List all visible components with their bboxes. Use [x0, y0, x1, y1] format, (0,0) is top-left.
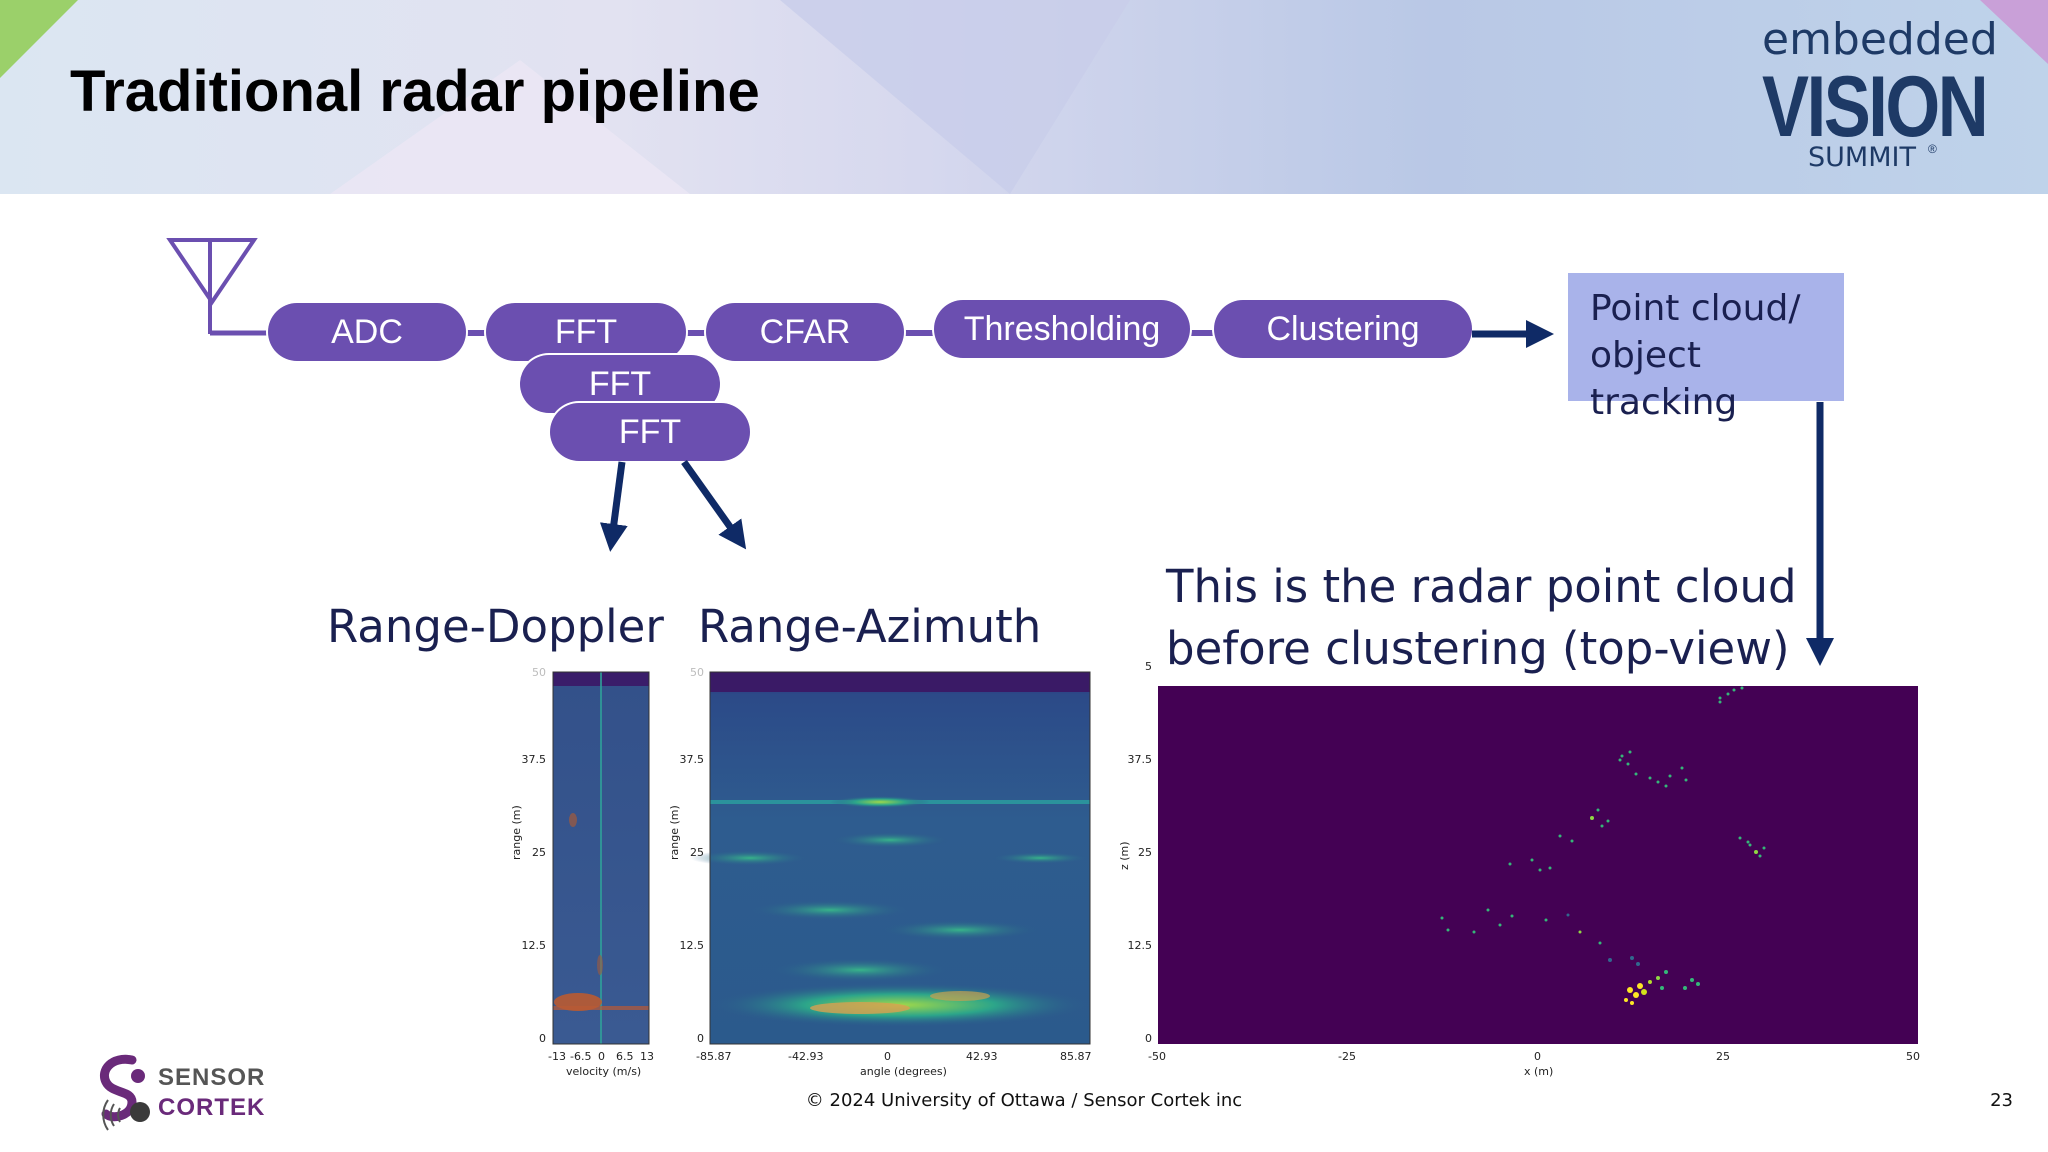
- evs-logo-line3: SUMMIT: [1808, 142, 1916, 173]
- evs-logo-line1: embedded: [1762, 14, 1998, 65]
- pipeline-step-fft-1: FFT: [486, 303, 686, 361]
- pipeline-step-thresholding: Thresholding: [934, 300, 1190, 358]
- evs-logo-line2: VISION: [1762, 59, 1989, 155]
- ra-xtick-2: 0: [884, 1050, 891, 1063]
- flow-arrows: [599, 320, 1834, 666]
- rd-xtick-0: -13: [548, 1050, 566, 1063]
- rd-xtick-4: 13: [640, 1050, 654, 1063]
- rd-ytick-2: 25: [532, 846, 546, 859]
- ra-y-ticks: 0 12.5 25 37.5 50: [660, 660, 706, 1080]
- sensor-cortek-line1: SENSOR: [158, 1064, 266, 1091]
- range-azimuth-heading: Range-Azimuth: [698, 600, 1042, 653]
- evs-logo-trademark: ®: [1928, 142, 1937, 156]
- ra-xtick-0: -85.87: [696, 1050, 732, 1063]
- rd-y-label: range (m): [510, 805, 523, 860]
- pc-x-ticks: -50 -25 0 25 50: [1148, 1050, 1928, 1064]
- rd-ytick-4: 50: [532, 666, 546, 679]
- sensor-cortek-line2: CORTEK: [158, 1094, 266, 1121]
- ra-xtick-1: -42.93: [788, 1050, 824, 1063]
- sensor-cortek-logo: SENSOR CORTEK: [90, 1050, 280, 1136]
- rd-ytick-1: 12.5: [521, 939, 547, 952]
- pc-xtick-2: 0: [1534, 1050, 1541, 1063]
- range-azimuth-plot: 0 12.5 25 37.5 50 range (m) -85.87 -42.9…: [660, 660, 1110, 1080]
- pc-y-label: z (m): [1118, 841, 1131, 870]
- rd-x-ticks: -13 -6.5 0 6.5 13: [548, 1050, 656, 1064]
- pc-xtick-1: -25: [1338, 1050, 1356, 1063]
- range-doppler-heading: Range-Doppler: [327, 600, 664, 653]
- output-line2: object tracking: [1590, 335, 1738, 423]
- pipeline-step-fft-3: FFT: [550, 403, 750, 461]
- pc-x-label: x (m): [1524, 1065, 1554, 1078]
- pointcloud-heading-line2: before clustering (top-view): [1166, 622, 1790, 675]
- pointcloud-heading-line1: This is the radar point cloud: [1166, 560, 1797, 613]
- rd-xtick-1: -6.5: [570, 1050, 592, 1063]
- header-decoration: [0, 0, 2048, 194]
- evs-logo: embedded VISION SUMMIT ®: [1750, 14, 1998, 174]
- pc-ytick-4: 5: [1145, 660, 1152, 673]
- ra-ytick-3: 37.5: [679, 753, 705, 766]
- pc-ytick-3: 37.5: [1127, 753, 1153, 766]
- sensor-cortek-logo-icon: [100, 1054, 150, 1131]
- ra-x-ticks: -85.87 -42.93 0 42.93 85.87: [696, 1050, 1106, 1064]
- output-box: Point cloud/ object tracking: [1568, 273, 1844, 423]
- ra-x-label: angle (degrees): [860, 1065, 947, 1078]
- ra-ytick-2: 25: [690, 846, 704, 859]
- page-number: 23: [1990, 1090, 2013, 1111]
- pipeline-step-adc: ADC: [268, 303, 466, 361]
- ra-ytick-1: 12.5: [679, 939, 705, 952]
- pc-xtick-3: 25: [1716, 1050, 1730, 1063]
- point-cloud-plot: 0 12.5 25 37.5 5 z (m) -50 -25 0 25 50 x…: [1110, 660, 1930, 1080]
- pointcloud-heading: This is the radar point cloud before clu…: [1166, 556, 1797, 680]
- ra-xtick-4: 85.87: [1060, 1050, 1092, 1063]
- range-doppler-plot: 0 12.5 25 37.5 50 range (m) -13 -6.5 0 6…: [500, 660, 670, 1080]
- arrow-to-range-doppler: [599, 461, 628, 552]
- ra-ytick-0: 0: [697, 1032, 704, 1045]
- arrow-to-range-azimuth: [681, 459, 747, 550]
- pc-xtick-0: -50: [1148, 1050, 1166, 1063]
- rd-xtick-3: 6.5: [616, 1050, 634, 1063]
- point-cloud-points: [1440, 686, 1766, 1005]
- slide-title: Traditional radar pipeline: [70, 59, 760, 124]
- ra-ytick-4: 50: [690, 666, 704, 679]
- rd-y-ticks: 0 12.5 25 37.5 50: [500, 660, 548, 1080]
- pc-xtick-4: 50: [1906, 1050, 1920, 1063]
- output-line1: Point cloud/: [1590, 288, 1801, 329]
- footer-copyright: © 2024 University of Ottawa / Sensor Cor…: [805, 1090, 1243, 1111]
- pipeline-step-clustering: Clustering: [1214, 300, 1472, 358]
- rd-ytick-3: 37.5: [521, 753, 547, 766]
- pipeline-step-cfar: CFAR: [706, 303, 904, 361]
- rd-x-label: velocity (m/s): [566, 1065, 642, 1078]
- pc-y-ticks: 0 12.5 25 37.5 5: [1110, 660, 1154, 1080]
- antenna-icon: [166, 238, 275, 336]
- ra-y-label: range (m): [668, 805, 681, 860]
- pc-ytick-2: 25: [1138, 846, 1152, 859]
- pc-ytick-0: 0: [1145, 1032, 1152, 1045]
- rd-xtick-2: 0: [598, 1050, 605, 1063]
- rd-ytick-0: 0: [539, 1032, 546, 1045]
- pc-ytick-1: 12.5: [1127, 939, 1153, 952]
- ra-xtick-3: 42.93: [966, 1050, 998, 1063]
- slide-header: Traditional radar pipeline embedded VISI…: [0, 0, 2048, 194]
